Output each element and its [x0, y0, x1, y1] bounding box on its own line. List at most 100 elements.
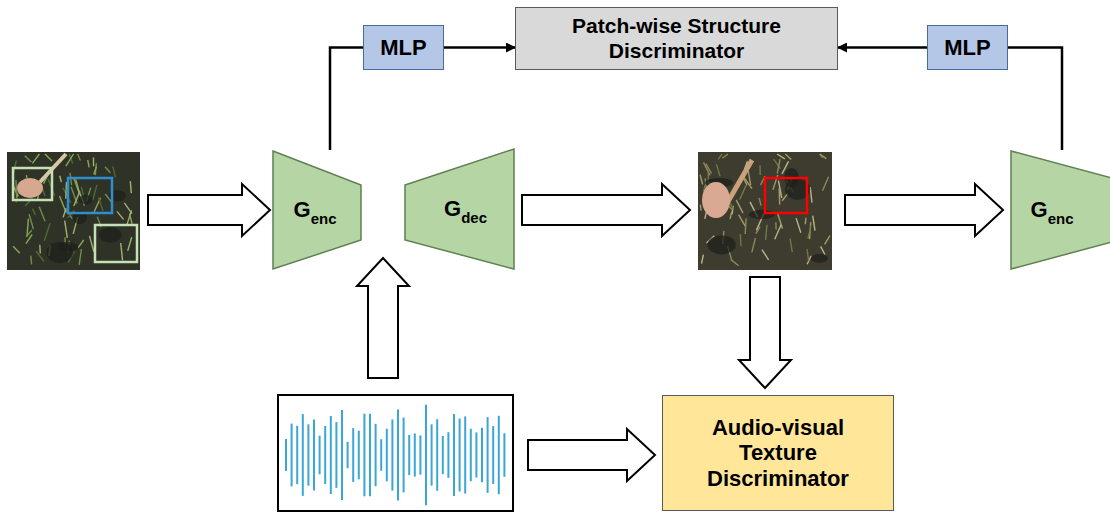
grass-blade: [700, 205, 702, 211]
module-subscript: enc: [311, 210, 337, 227]
grass-blade: [94, 167, 97, 175]
grass-blade: [27, 219, 28, 237]
grass-blade: [813, 216, 815, 231]
grass-blade: [44, 223, 50, 241]
grass-blade: [805, 218, 807, 225]
wave-bar: [380, 439, 382, 471]
wave-bar: [302, 414, 304, 496]
wave-bar: [397, 410, 399, 501]
hand: [702, 182, 730, 218]
grass-blade: [45, 154, 52, 161]
grass-blade: [93, 157, 94, 166]
trapezoid: [1011, 151, 1110, 269]
grass-blade: [700, 175, 703, 185]
box-label: Patch-wise Structure Discriminator: [524, 14, 829, 62]
wave-bar: [391, 419, 393, 490]
box-label: MLP: [944, 35, 990, 60]
wave-bar: [408, 435, 410, 475]
grass-blade: [36, 251, 44, 261]
grass: [13, 154, 132, 265]
wave-bar: [487, 417, 489, 493]
grass-blade: [39, 245, 41, 254]
wave-bar: [375, 424, 377, 486]
grass-blade: [127, 210, 132, 225]
grass-blade: [105, 167, 110, 173]
patch-box: [13, 168, 52, 200]
wave-bar: [425, 405, 427, 506]
module-subscript: dec: [461, 209, 487, 226]
encoder-shape: Genc: [1010, 150, 1110, 270]
grass-blade: [90, 236, 94, 252]
wave-bar: [324, 426, 326, 484]
grass-blade: [130, 214, 133, 224]
grass-blade: [716, 164, 720, 176]
grass-blade: [821, 246, 825, 254]
connector: [330, 48, 363, 151]
grass-blade: [740, 185, 747, 199]
grass-blade: [722, 154, 728, 158]
grass-blade: [113, 166, 116, 177]
grass-blade: [704, 162, 711, 175]
grass-blade: [752, 238, 756, 252]
wave-bar: [369, 414, 371, 497]
module-letter: G: [444, 196, 461, 221]
grass-blade: [775, 225, 782, 240]
wave-bar: [285, 439, 287, 471]
rock: [811, 254, 828, 263]
input-image: [7, 152, 140, 270]
patch-box: [765, 178, 807, 213]
wave-bar: [447, 432, 449, 478]
grass-blade: [775, 222, 777, 229]
wave-bar: [330, 416, 332, 494]
patch-box: [95, 225, 137, 262]
grass-blade: [65, 221, 68, 238]
grass-blade: [99, 198, 103, 212]
grass-blade: [766, 225, 767, 240]
mlp-box: MLP: [927, 25, 1008, 70]
grass-blade: [825, 236, 830, 245]
grass: [700, 154, 830, 266]
grass-blade: [702, 255, 704, 264]
grass-blade: [785, 154, 791, 160]
grass-blade: [25, 156, 32, 162]
grass-blade: [777, 154, 785, 159]
grass-blade: [29, 214, 33, 229]
grass-blade: [32, 154, 39, 163]
wave-bar: [307, 424, 309, 485]
trapezoid: [405, 149, 514, 269]
grass-blade: [130, 181, 131, 193]
wave-bar: [498, 416, 500, 494]
hand: [17, 178, 43, 198]
wave-bar: [503, 433, 505, 477]
grass-blade: [745, 218, 747, 234]
rock: [99, 227, 122, 242]
grass-blade: [807, 249, 809, 261]
block-arrow: [739, 277, 791, 388]
image-ground: [7, 152, 140, 270]
grass-blade: [60, 176, 62, 182]
grass-blade: [778, 188, 780, 204]
grass-blade: [78, 154, 81, 161]
grass-blade: [759, 165, 761, 175]
grass-blade: [810, 187, 812, 203]
grass-blade: [78, 240, 84, 248]
grass-blade: [796, 218, 801, 233]
rock: [79, 195, 93, 205]
grass-blade: [718, 154, 722, 159]
grass-blade: [739, 215, 746, 226]
wave-bar: [363, 414, 365, 497]
wave-bar: [347, 442, 349, 468]
grass-blade: [33, 209, 36, 215]
grass-blade: [808, 226, 811, 239]
block-arrow: [522, 184, 690, 236]
grass-blade: [15, 180, 17, 198]
wave-bar: [492, 426, 494, 484]
connector: [444, 46, 515, 49]
wave-bar: [358, 431, 360, 480]
rock: [708, 235, 736, 254]
patch-box: [68, 178, 112, 213]
box-label: MLP: [380, 35, 426, 60]
grass-blade: [13, 246, 20, 253]
wave-bar: [291, 424, 293, 487]
